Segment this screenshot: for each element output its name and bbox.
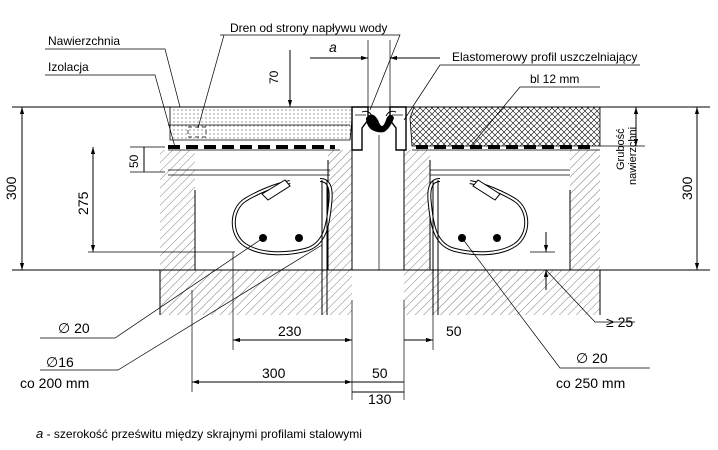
label-d50-left: 50 — [127, 154, 141, 168]
label-nawierzchnia: Nawierzchnia — [48, 34, 120, 48]
label-d70: 70 — [267, 70, 281, 84]
label-ge25: ≥ 25 — [606, 314, 633, 330]
footnote-text: - szerokość prześwitu między skrajnymi p… — [43, 427, 362, 441]
label-dren: Dren od strony napływu wody — [230, 21, 387, 35]
label-d300-bottom: 300 — [262, 365, 286, 381]
footnote: a - szerokość prześwitu między skrajnymi… — [36, 426, 362, 441]
label-bl: bl 12 mm — [530, 72, 579, 86]
label-a-top: a — [329, 39, 337, 55]
label-phi20-left: ∅ 20 — [58, 320, 90, 336]
reinforcement — [231, 178, 529, 315]
label-d300-right: 300 — [679, 176, 695, 200]
label-d130: 130 — [368, 391, 392, 407]
label-phi20-right: ∅ 20 — [576, 350, 608, 366]
label-d50-bottom: 50 — [372, 365, 388, 381]
label-d230: 230 — [278, 323, 302, 339]
label-co200: co 200 mm — [20, 375, 89, 391]
label-d50-mid: 50 — [446, 323, 462, 339]
footnote-symbol: a — [36, 426, 44, 441]
steel-profiles — [351, 106, 407, 270]
structure — [12, 106, 710, 315]
label-d300-left: 300 — [3, 176, 19, 200]
label-izolacja: Izolacja — [48, 60, 89, 74]
label-co250: co 250 mm — [556, 375, 625, 391]
dimension-lines — [12, 34, 700, 400]
label-grubosc-2: nawierzchni — [627, 127, 639, 185]
label-grubosc-1: Grubość — [615, 128, 627, 170]
label-phi16: ∅16 — [46, 354, 74, 370]
label-elastomer: Elastomerowy profil uszczelniający — [452, 50, 637, 64]
label-d275: 275 — [75, 191, 91, 215]
text-labels: Dren od strony napływu wody a Nawierzchn… — [3, 21, 695, 407]
